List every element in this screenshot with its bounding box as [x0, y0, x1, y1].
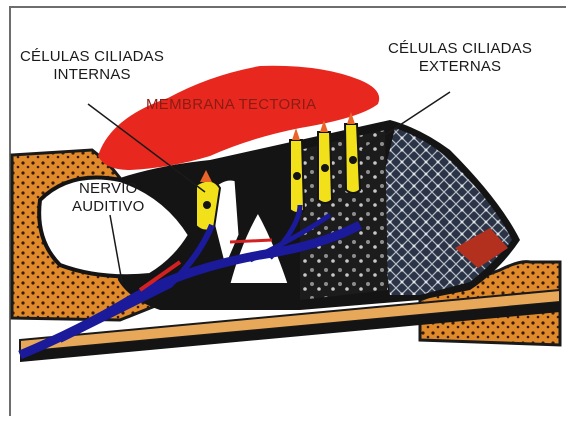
label-auditory-nerve: NERVIO AUDITIVO	[72, 180, 144, 216]
label-inner-hair-cells: CÉLULAS CILIADAS INTERNAS	[20, 48, 164, 84]
label-auditory-nerve-line1: NERVIO	[72, 180, 144, 198]
label-outer-hair-cells-line1: CÉLULAS CILIADAS	[388, 40, 532, 58]
organ-cells-region	[300, 130, 388, 300]
label-outer-hair-cells-line2: EXTERNAS	[388, 58, 532, 76]
label-auditory-nerve-line2: AUDITIVO	[72, 198, 144, 216]
label-inner-hair-cells-line1: CÉLULAS CILIADAS	[20, 48, 164, 66]
label-outer-hair-cells: CÉLULAS CILIADAS EXTERNAS	[388, 40, 532, 76]
label-tectorial-membrane: MEMBRANA TECTORIA	[146, 96, 316, 113]
label-inner-hair-cells-line2: INTERNAS	[20, 66, 164, 84]
